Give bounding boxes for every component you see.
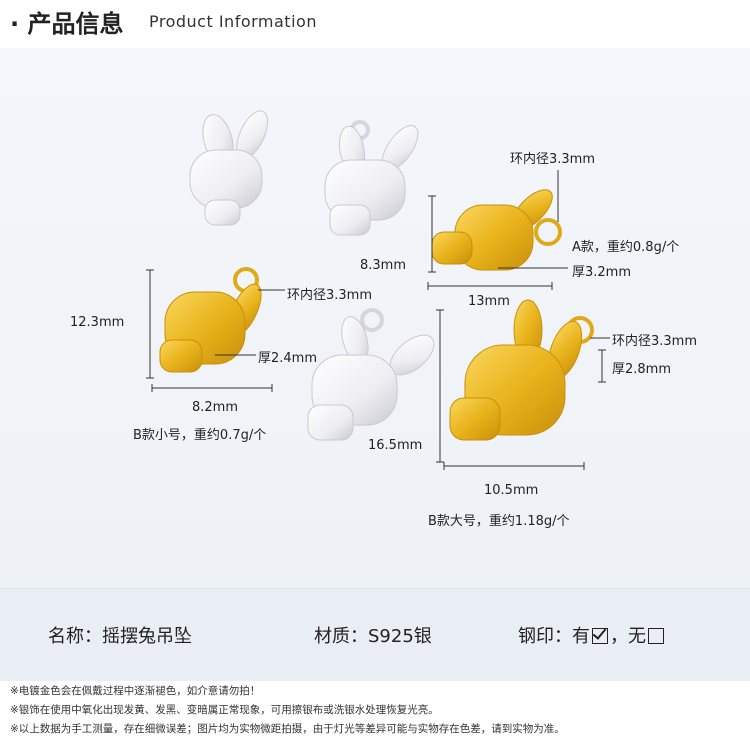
pendant-gold-b-small [159,267,262,373]
product-material: 材质：S925银 [314,626,432,647]
note-line: ※以上数据为手工测量，存在细微误差；图片均为实物微距拍摄，由于灯光等差异可能与实… [10,723,565,735]
unchecked-box-icon [648,628,664,644]
ring-diameter-b-large: 环内径3.3mm [612,334,698,349]
ring-diameter-a: 环内径3.3mm [510,152,596,167]
notes: ※电镀金色会在佩戴过程中逐渐褪色，如介意请勿拍！ ※银饰在使用中氧化出现发黄、发… [10,682,565,739]
pendant-silver-3 [307,308,435,441]
product-name: 名称：摇摆兔吊坠 [48,626,192,647]
height-b-large: 16.5mm [368,438,423,453]
dimension-lines [146,170,610,470]
section-title: · 产品信息 [10,10,124,38]
thickness-a: 厚3.2mm [572,265,632,280]
ring-diameter-b-small: 环内径3.3mm [287,288,373,303]
style-weight-b-large: B款大号，重约1.18g/个 [428,514,570,529]
product-photo-area [0,48,750,588]
height-b-small: 12.3mm [70,315,125,330]
width-a: 13mm [468,294,510,309]
spec-bar [0,588,750,681]
pendant-gold-a [431,189,562,271]
section-subtitle: Product Information [149,12,317,31]
note-line: ※银饰在使用中氧化出现发黄、发黑、变暗属正常现象，可用擦银布或洗银水处理恢复光亮… [10,704,439,716]
note-line: ※电镀金色会在佩戴过程中逐渐褪色，如介意请勿拍！ [10,685,261,697]
width-b-small: 8.2mm [192,400,239,415]
pendant-silver-1 [189,110,268,226]
product-stamp: 钢印：有，无 [518,622,666,648]
style-weight-b-small: B款小号，重约0.7g/个 [133,428,267,443]
style-weight-a: A款，重约0.8g/个 [572,240,680,255]
thickness-b-large: 厚2.8mm [612,362,672,377]
height-a: 8.3mm [360,258,407,273]
width-b-large: 10.5mm [484,483,539,498]
section-header: · 产品信息 Product Information [0,0,750,48]
pendant-silver-2 [324,120,419,236]
checked-box-icon [592,628,608,644]
pendant-gold-b-large [449,299,594,441]
product-photo [146,110,610,470]
thickness-b-small: 厚2.4mm [258,351,318,366]
